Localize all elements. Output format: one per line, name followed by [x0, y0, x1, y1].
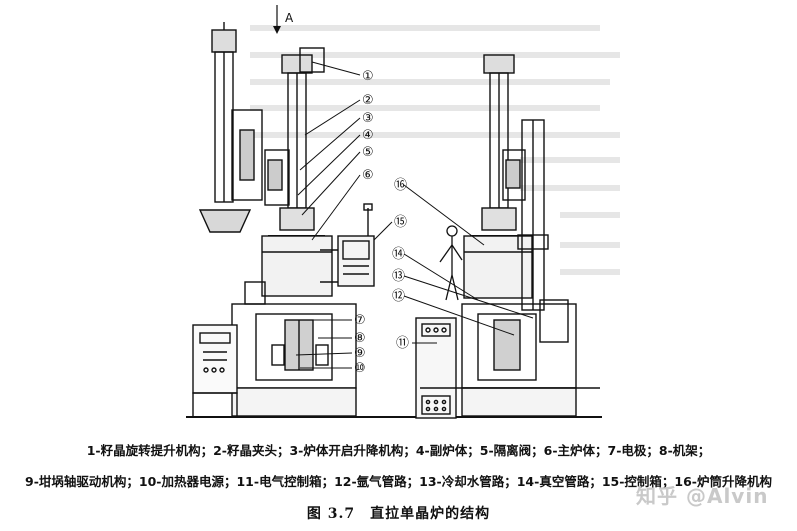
- legend-line-2: 9-坩埚轴驱动机构；10-加热器电源；11-电气控制箱；12-氩气管路；13-冷…: [25, 474, 772, 489]
- view-arrow-a: A: [273, 5, 294, 34]
- right-furnace: [420, 54, 600, 417]
- callout-12: ⑫: [392, 289, 405, 304]
- callout-4: ④: [362, 128, 374, 143]
- figure-caption: 图 3.7 直拉单晶炉的结构: [306, 506, 491, 522]
- single-crystal-furnace-diagram: A ① ② ③ ④ ⑤ ⑥ ⑦ ⑧ ⑨ ⑩ ⑪ ⑫ ⑬ ⑭ ⑮ ⑯: [186, 5, 620, 419]
- left-furnace: [198, 22, 357, 417]
- callout-15: ⑮: [394, 215, 407, 230]
- leader-lines: [295, 61, 534, 369]
- callout-10: ⑩: [354, 361, 366, 376]
- watermark: 知乎 @Alvin: [636, 484, 769, 508]
- operator-figure: [439, 225, 463, 301]
- power-cabinet-left: [192, 324, 238, 418]
- callout-7: ⑦: [354, 313, 366, 328]
- arrow-label-a: A: [285, 11, 294, 25]
- callout-5: ⑤: [362, 145, 374, 160]
- electrical-control-cabinet: [415, 317, 457, 419]
- callout-6: ⑥: [362, 168, 374, 183]
- callout-13: ⑬: [392, 269, 405, 284]
- callout-9: ⑨: [354, 346, 366, 361]
- callout-11: ⑪: [396, 336, 409, 351]
- control-box: [337, 203, 375, 287]
- callout-2: ②: [362, 93, 374, 108]
- callout-8: ⑧: [354, 331, 366, 346]
- callout-3: ③: [362, 111, 374, 126]
- callout-16: ⑯: [394, 178, 407, 193]
- legend-line-1: 1-籽晶旋转提升机构；2-籽晶夹头；3-炉体开启升降机构；4-副炉体；5-隔离阀…: [86, 443, 711, 458]
- callout-1: ①: [362, 69, 374, 84]
- callout-numbers: ① ② ③ ④ ⑤ ⑥ ⑦ ⑧ ⑨ ⑩ ⑪ ⑫ ⑬ ⑭ ⑮ ⑯: [354, 69, 409, 376]
- callout-14: ⑭: [392, 247, 405, 262]
